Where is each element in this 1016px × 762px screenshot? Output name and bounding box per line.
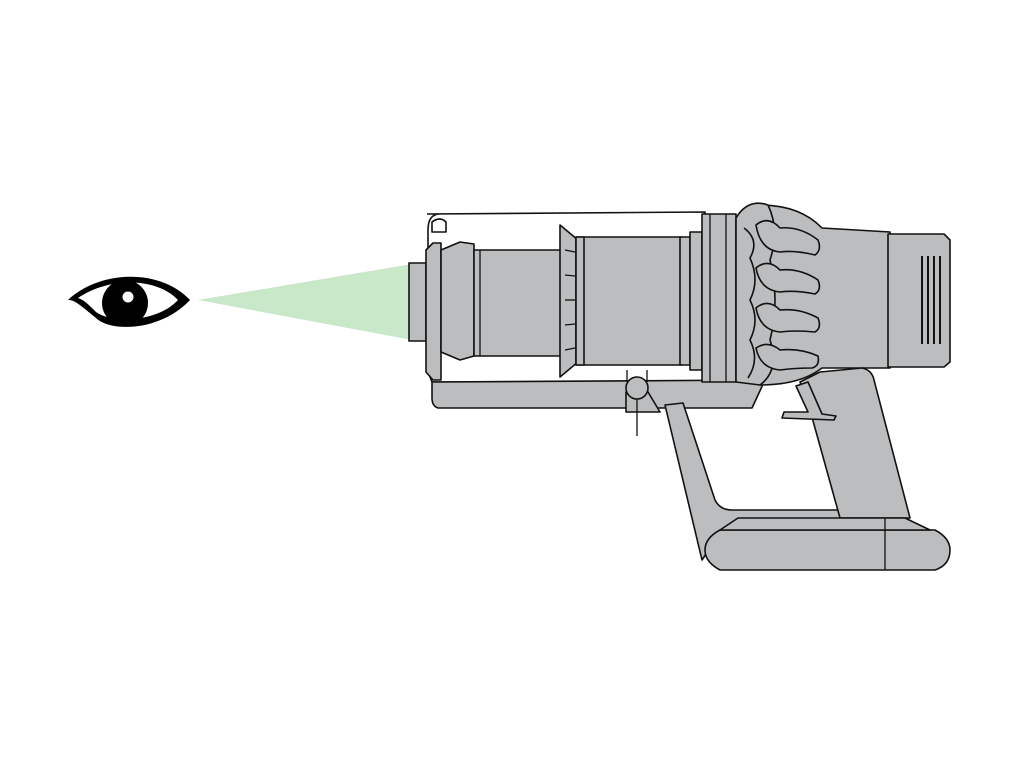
battery-pack[interactable] bbox=[704, 529, 951, 571]
inner-shroud bbox=[440, 241, 475, 361]
sight-cone bbox=[198, 264, 412, 340]
bin-rail bbox=[431, 379, 766, 409]
cyclone-pack bbox=[735, 202, 821, 386]
cyclone-flange bbox=[701, 213, 737, 383]
bin-release-lever[interactable] bbox=[625, 370, 661, 436]
vent-icon bbox=[921, 256, 941, 344]
vacuum-cleaner bbox=[408, 202, 951, 571]
cyclone-shroud bbox=[575, 236, 683, 366]
trigger[interactable] bbox=[781, 381, 837, 421]
bin-end-cap bbox=[408, 262, 427, 342]
eye-icon bbox=[68, 276, 190, 327]
